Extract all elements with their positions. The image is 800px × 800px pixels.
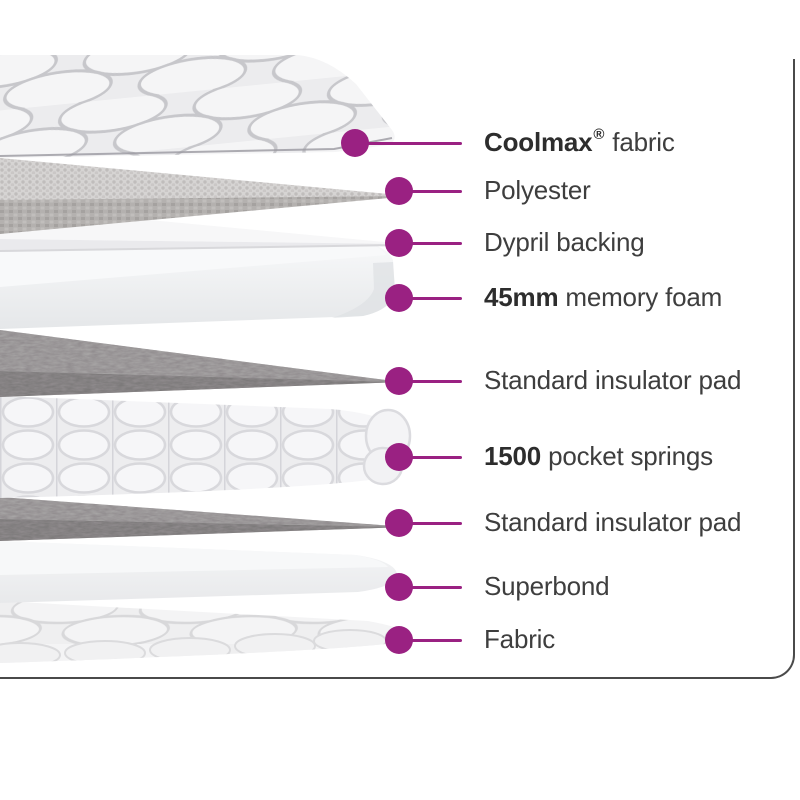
layer-label: 45mm memory foam [484,281,723,312]
callout-dot [385,626,413,654]
layer-memory-foam [0,240,395,329]
callout-dot [385,229,413,257]
callout-dot [385,509,413,537]
callout-line [399,455,462,459]
layer-label: Superbond [484,570,610,601]
layer-label: 1500 pocket springs [484,440,713,471]
layer-pocket-springs [0,396,412,498]
callout-line [399,521,462,525]
callout-line [399,241,462,245]
layer-label: Standard insulator pad [484,364,742,395]
callout-dot [385,367,413,395]
layer-polyester [0,158,410,234]
layer-label: Fabric [484,623,556,654]
callout-dot [385,177,413,205]
callout-line [399,189,462,193]
callout-line [399,585,462,589]
callout-line [399,379,462,383]
layer-label: Dypril backing [484,226,645,257]
callout-dot [341,129,369,157]
layer-label: Polyester [484,174,591,205]
callout-line [399,638,462,642]
layer-label: Coolmax® fabric [484,126,675,157]
layer-insulator-pad-upper [0,330,401,397]
layer-coolmax-quilt [0,55,395,158]
callout-dot [385,284,413,312]
callout-line [399,296,462,300]
layer-insulator-pad-lower [0,497,408,541]
callout-dot [385,443,413,471]
callout-dot [385,573,413,601]
layer-label: Standard insulator pad [484,506,742,537]
layer-bottom-fabric [0,601,412,663]
layer-superbond [0,541,397,603]
mattress-illustration [0,55,412,663]
callout-line [355,141,462,145]
